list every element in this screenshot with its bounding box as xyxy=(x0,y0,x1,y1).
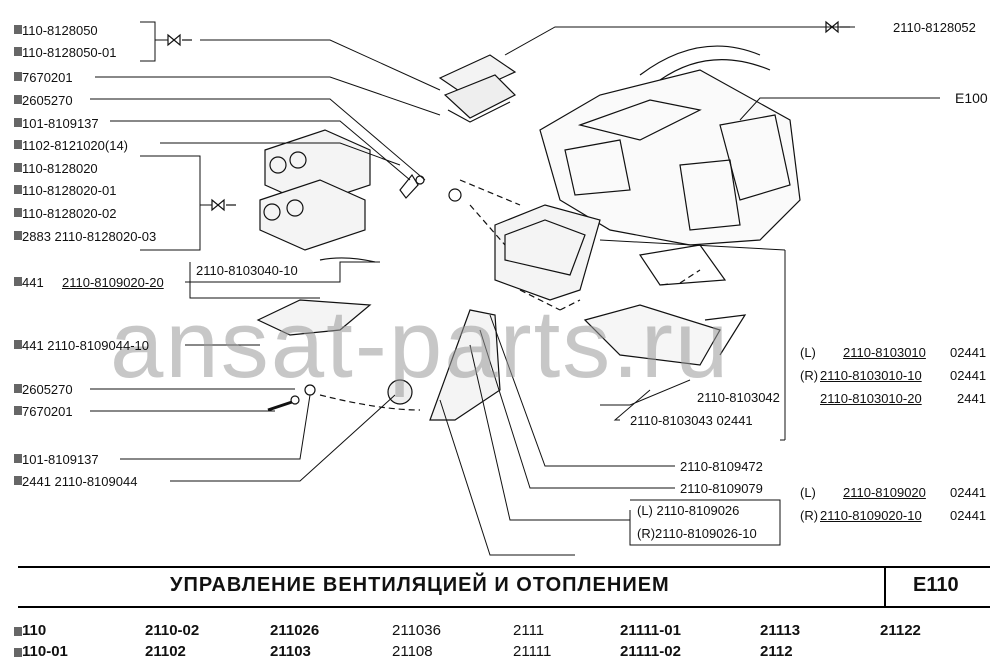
part-label: 7670201 xyxy=(22,404,73,419)
part-label: 2110-8109079 xyxy=(680,481,763,496)
model-code: 21103 xyxy=(270,643,311,660)
side-suffix: 02441 xyxy=(950,345,987,360)
model-code: 21108 xyxy=(392,643,433,660)
part-label: 2605270 xyxy=(22,382,73,397)
part-label: 2605270 xyxy=(22,93,73,108)
title-band xyxy=(18,566,990,608)
code-marker xyxy=(14,95,22,104)
model-code: 211036 xyxy=(392,622,441,639)
duct-assembly xyxy=(494,204,747,366)
code-marker xyxy=(14,185,22,194)
side-code: 2110-8109020 xyxy=(843,485,926,500)
watermark: ansat-parts.ru xyxy=(110,291,731,398)
code-marker xyxy=(14,231,22,240)
heater-housing xyxy=(539,45,801,246)
side-prefix: (R) xyxy=(800,508,819,523)
part-label: 110-8128020-02 xyxy=(22,206,117,221)
side-code: 2110-8103010 xyxy=(843,345,926,360)
side-prefix: (R) xyxy=(800,368,819,383)
code-marker xyxy=(14,454,22,463)
model-code: 21122 xyxy=(880,622,921,639)
model-code: 21102 xyxy=(145,643,186,660)
model-code: 21111-01 xyxy=(620,622,681,639)
part-label: 441 xyxy=(22,275,44,290)
part-label: 101-8109137 xyxy=(22,116,99,131)
part-label: 2110-8109472 xyxy=(680,459,763,474)
side-code: 2110-8103010-10 xyxy=(820,368,922,383)
exchange-symbols xyxy=(167,20,850,212)
model-code: 110 xyxy=(22,622,47,639)
model-code: 211026 xyxy=(270,622,320,639)
code-marker xyxy=(14,648,22,657)
model-code: 2112 xyxy=(760,643,793,660)
part-label-top-right: 2110-8128052 xyxy=(893,20,976,35)
part-label: 2441 2110-8109044 xyxy=(22,474,138,489)
code-marker xyxy=(14,384,22,393)
model-code: 110-01 xyxy=(22,643,68,660)
assembly-arrows xyxy=(319,179,701,411)
part-label: 2110-8103043 02441 xyxy=(630,413,753,428)
side-suffix: 02441 xyxy=(950,508,987,523)
diagram-title: УПРАВЛЕНИЕ ВЕНТИЛЯЦИЕЙ И ОТОПЛЕНИЕМ xyxy=(170,574,670,596)
part-label: 2110-8103042 xyxy=(697,390,780,405)
control-panel-top xyxy=(438,54,517,123)
model-code: 2111 xyxy=(513,622,545,639)
part-label: 110-8128020 xyxy=(22,161,98,176)
code-marker xyxy=(14,627,22,636)
code-marker xyxy=(14,208,22,217)
code-marker xyxy=(14,476,22,485)
part-label: (L) 2110-8109026 xyxy=(637,503,740,518)
code-marker xyxy=(14,277,22,286)
heater-control-units xyxy=(259,129,371,251)
code-marker xyxy=(14,118,22,127)
side-suffix: 02441 xyxy=(950,368,987,383)
part-label: 101-8109137 xyxy=(22,452,99,467)
code-marker xyxy=(14,163,22,172)
side-code: 2110-8109020-10 xyxy=(820,508,922,523)
code-marker xyxy=(14,340,22,349)
model-code: 21113 xyxy=(760,622,801,639)
side-prefix: (L) xyxy=(800,485,816,500)
side-suffix: 2441 xyxy=(957,391,986,406)
part-label: 7670201 xyxy=(22,70,73,85)
code-marker xyxy=(14,25,22,34)
section-code: E110 xyxy=(913,574,959,596)
leader-lines xyxy=(90,21,940,556)
side-prefix: (L) xyxy=(800,345,816,360)
title-divider xyxy=(884,566,886,606)
side-suffix: 02441 xyxy=(950,485,987,500)
part-label: 110-8128050 xyxy=(22,23,98,38)
assembly-ref: E100 xyxy=(955,90,988,106)
model-code: 21111 xyxy=(513,643,552,660)
model-code: 2110-02 xyxy=(145,622,200,639)
model-code: 21111-02 xyxy=(620,643,681,660)
part-label: 2883 2110-8128020-03 xyxy=(22,229,157,244)
part-label: (R)2110-8109026-10 xyxy=(637,526,757,541)
code-marker xyxy=(14,72,22,81)
part-label: 1102-8121020(14) xyxy=(22,138,129,153)
code-marker xyxy=(14,406,22,415)
part-label: 110-8128050-01 xyxy=(22,45,117,60)
part-label: 110-8128020-01 xyxy=(22,183,117,198)
side-code: 2110-8103010-20 xyxy=(820,391,922,406)
part-label: 441 2110-8109044-10 xyxy=(22,338,149,353)
code-marker xyxy=(14,140,22,149)
part-label-center: 2110-8103040-10 xyxy=(196,263,298,278)
code-marker xyxy=(14,47,22,56)
part-label: 2110-8109020-20 xyxy=(62,275,164,290)
